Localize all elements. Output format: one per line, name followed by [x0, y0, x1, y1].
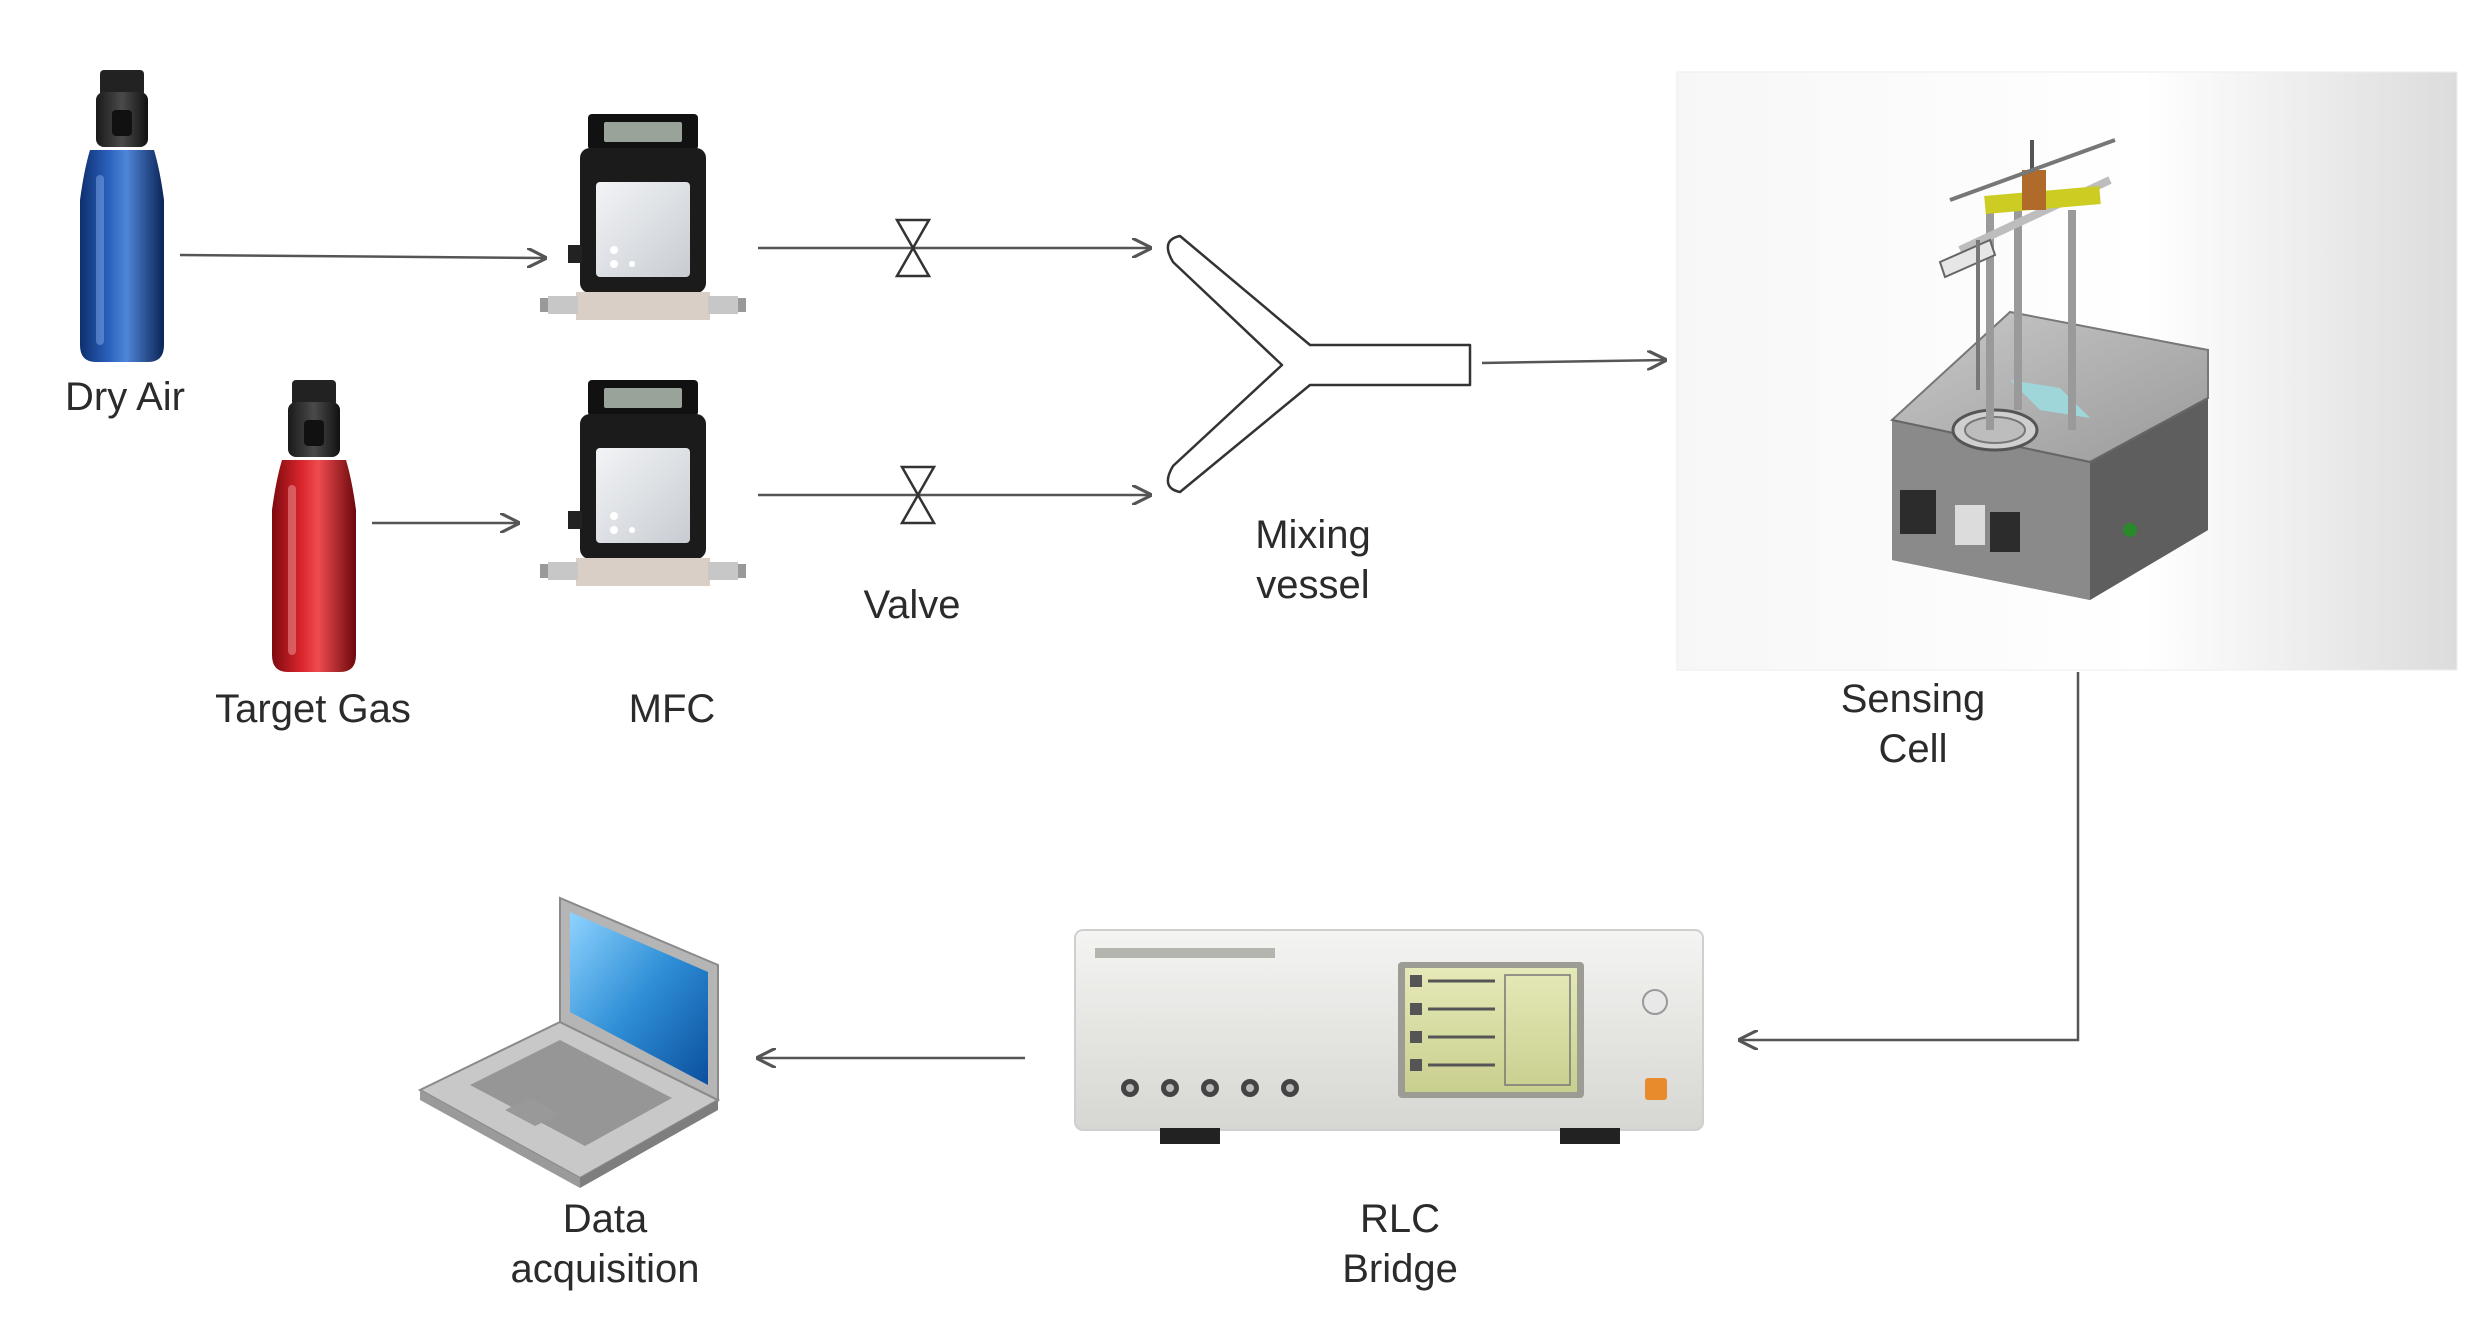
label-rlc-bridge-1: RLC [1360, 1197, 1440, 1241]
flow-arrows [179, 248, 2080, 1058]
label-mfc: MFC [629, 687, 716, 731]
label-mixing-vessel-1: Mixing [1255, 513, 1371, 557]
mfc-top-icon [540, 114, 746, 320]
label-valve: Valve [863, 583, 960, 627]
label-target-gas: Target Gas [215, 687, 411, 731]
valve-bottom-icon [899, 465, 937, 525]
label-data-acquisition-1: Data [563, 1197, 648, 1241]
label-data-acquisition-2: acquisition [510, 1247, 699, 1291]
sensing-cell-icon [1676, 71, 2458, 671]
label-sensing-cell-1: Sensing [1841, 677, 1986, 721]
label-mixing-vessel-2: vessel [1256, 563, 1369, 607]
arrow-dryair-to-mfc [179, 255, 545, 258]
arrow-cell-to-rlc [1740, 672, 2080, 1040]
mixing-vessel-icon [1166, 234, 1472, 494]
arrow-mixer-to-cell [1481, 360, 1665, 363]
valve-top-icon [894, 218, 932, 278]
rlc-bridge-icon [1074, 929, 1704, 1144]
target-gas-cylinder-icon [272, 380, 356, 672]
label-sensing-cell-2: Cell [1879, 727, 1948, 771]
dry-air-cylinder-icon [80, 70, 164, 362]
label-dry-air: Dry Air [65, 375, 185, 419]
laptop-icon [417, 896, 721, 1188]
label-rlc-bridge-2: Bridge [1342, 1247, 1458, 1291]
mfc-bottom-icon [540, 380, 746, 586]
